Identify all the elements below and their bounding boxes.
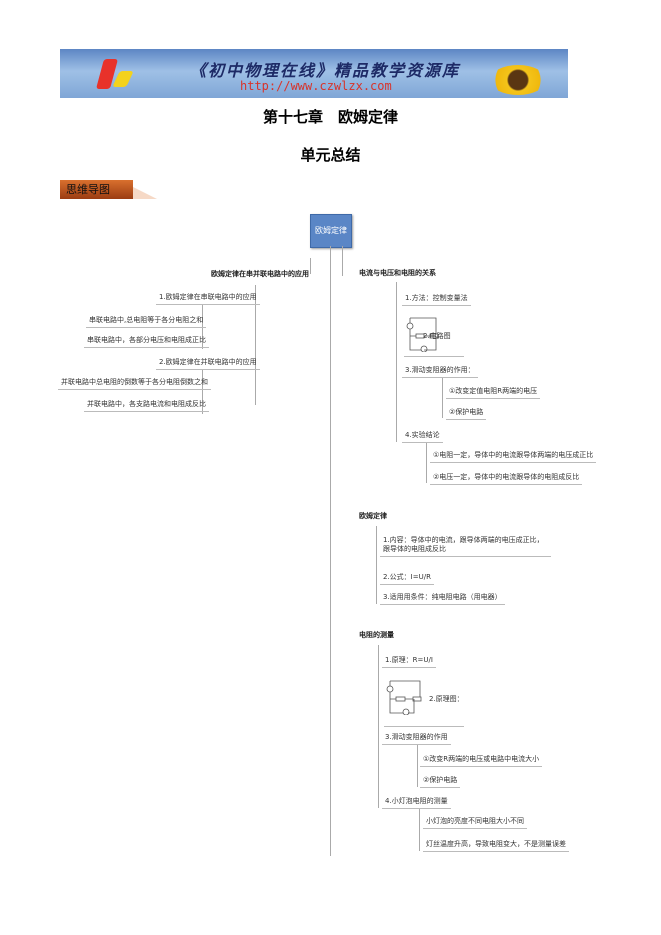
- node: 4.实验结论: [402, 431, 443, 443]
- node: ②保护电路: [446, 408, 487, 420]
- node: ①改变定值电阻R两端的电压: [446, 387, 541, 399]
- node: 2.电路图: [423, 332, 451, 340]
- banner-title: 《初中物理在线》精品教学资源库: [190, 61, 461, 80]
- divider: [404, 356, 464, 357]
- node: 2.欧姆定律在并联电路中的应用: [156, 358, 260, 370]
- connector-line: [202, 370, 203, 414]
- site-banner: 《初中物理在线》精品教学资源库 http://www.czwlzx.com: [60, 49, 568, 98]
- section-tag: 思维导图: [60, 180, 133, 199]
- connector-line: [378, 645, 379, 808]
- node: 1.原理：R=U/I: [382, 656, 436, 668]
- branch-ohms-law: 欧姆定律: [359, 512, 387, 520]
- connector-line: [426, 443, 427, 483]
- node: 3.滑动变阻器的作用: [382, 733, 451, 745]
- node: 2.公式：I=U/R: [380, 573, 434, 585]
- node: 2.原理图：: [429, 695, 464, 703]
- branch-current-voltage-resistance: 电流与电压和电阻的关系: [359, 269, 436, 277]
- banner-url: http://www.czwlzx.com: [240, 79, 392, 93]
- connector-line: [255, 285, 256, 405]
- trunk-line: [330, 246, 331, 856]
- branch-resistance-measurement: 电阻的测量: [359, 631, 394, 639]
- connector-line: [417, 745, 418, 787]
- node: ②保护电路: [420, 776, 461, 788]
- node: 3.滑动变阻器的作用：: [402, 366, 478, 378]
- node: 1.欧姆定律在串联电路中的应用: [156, 293, 260, 305]
- node: 小灯泡的亮度不同电阻大小不同: [423, 817, 527, 829]
- node: ②电压一定，导体中的电流跟导体的电阻成反比: [430, 473, 583, 485]
- node: ①改变R两端的电压或电路中电流大小: [420, 755, 543, 767]
- circuit-diagram: [406, 317, 439, 352]
- node: 1.方法：控制变量法: [402, 294, 471, 306]
- node: 串联电路中,总电阻等于各分电阻之和: [86, 316, 207, 328]
- node: 4.小灯泡电阻的测量: [382, 797, 451, 809]
- node: 3.适用用条件：纯电阻电路（用电器）: [380, 593, 505, 605]
- connector-line: [442, 378, 443, 418]
- sunflower-image: [490, 65, 546, 95]
- connector-line: [396, 282, 397, 442]
- mindmap-root: 欧姆定律: [310, 214, 352, 248]
- divider: [384, 726, 464, 727]
- connector-line: [376, 526, 377, 604]
- connector-line: [310, 258, 311, 274]
- node: 灯丝温度升高，导致电阻变大，不是测量误差: [423, 840, 569, 852]
- circuit-diagram: [386, 680, 422, 715]
- node: 并联电路中总电阻的倒数等于各分电阻倒数之和: [58, 378, 211, 390]
- connector-line: [342, 246, 343, 276]
- section-title: 单元总结: [300, 146, 361, 164]
- section-tag-tail: [133, 187, 157, 199]
- node: 并联电路中，各支路电流和电阻成反比: [84, 400, 209, 412]
- node: 1.内容：导体中的电流，跟导体两端的电压成正比，跟导体的电阻成反比: [380, 536, 551, 557]
- branch-left: 欧姆定律在串并联电路中的应用: [211, 270, 309, 278]
- connector-line: [419, 809, 420, 851]
- chapter-title: 第十七章 欧姆定律: [262, 108, 398, 126]
- node: 串联电路中，各部分电压和电阻成正比: [84, 336, 209, 348]
- node: ①电阻一定，导体中的电流跟导体两端的电压成正比: [430, 451, 597, 463]
- logo-icon-accent: [112, 71, 134, 87]
